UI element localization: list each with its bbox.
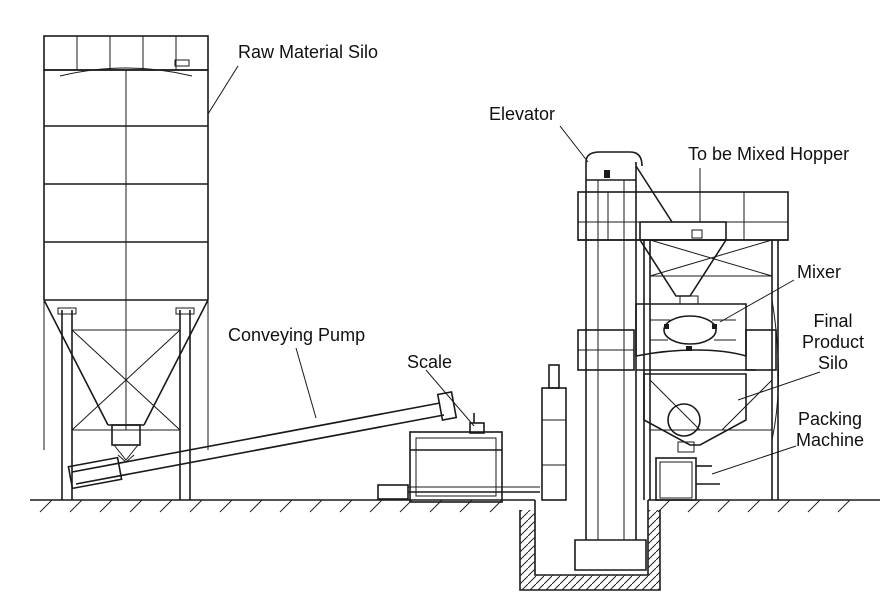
elevator-pit	[519, 500, 661, 591]
final-product-silo	[636, 369, 756, 453]
leader-lines	[207, 65, 821, 475]
label-conveying-pump: Conveying Pump	[228, 325, 366, 345]
label-final-product-silo: Final Product Silo	[802, 311, 865, 374]
upper-platform	[577, 191, 789, 241]
conveying-pump	[67, 391, 458, 490]
label-raw-material-silo: Raw Material Silo	[238, 42, 379, 62]
label-elevator: Elevator	[489, 104, 556, 124]
label-to-be-mixed-hopper: To be Mixed Hopper	[688, 144, 850, 164]
label-scale: Scale	[407, 352, 453, 372]
raw-material-silo	[43, 35, 209, 500]
label-mixer: Mixer	[797, 262, 841, 282]
label-packing-machine: Packing Machine	[796, 409, 865, 451]
packing-machine	[655, 457, 720, 501]
mixer	[635, 295, 747, 358]
elevator	[574, 151, 673, 571]
scale	[377, 413, 540, 503]
dust-filter	[541, 364, 567, 501]
side-bracket	[577, 329, 777, 371]
